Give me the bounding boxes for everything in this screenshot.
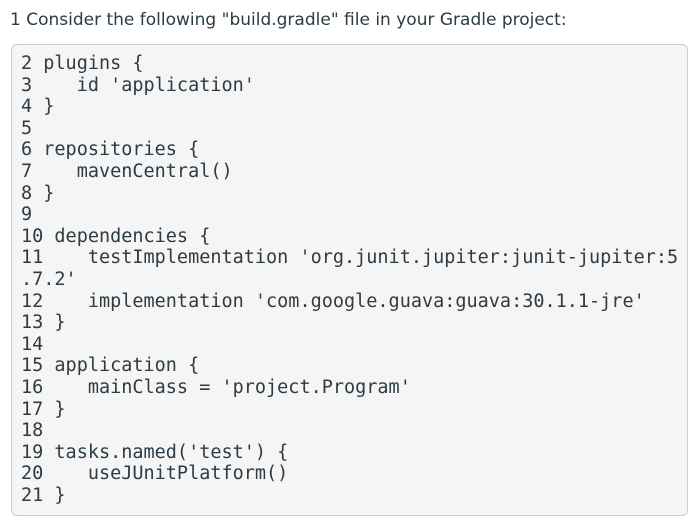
code-line: 4 } [21, 96, 55, 118]
code-line: 11 testImplementation 'org.junit.jupiter… [21, 247, 679, 269]
code-line: 8 } [21, 182, 55, 204]
code-line: 18 [21, 420, 44, 442]
code-line: 15 application { [21, 355, 200, 377]
code-line: 6 repositories { [21, 139, 200, 161]
question-text: 1 Consider the following "build.gradle" … [10, 10, 567, 30]
code-line: 12 implementation 'com.google.guava:guav… [21, 290, 645, 312]
code-block: 2 plugins { 3 id 'application' 4 } 5 6 r… [11, 44, 688, 516]
code-line: 21 } [21, 484, 66, 506]
code-line: 3 id 'application' [21, 74, 255, 96]
code-line: 9 [21, 204, 33, 226]
code-line: 20 useJUnitPlatform() [21, 463, 289, 485]
code-line: 13 } [21, 312, 66, 334]
code-line: 17 } [21, 398, 66, 420]
code-line: 16 mainClass = 'project.Program' [21, 376, 411, 398]
code-line: 10 dependencies { [21, 225, 211, 247]
code-line: 2 plugins { [21, 53, 144, 74]
code-line: 19 tasks.named('test') { [21, 441, 289, 463]
code-line: 5 [21, 117, 33, 139]
code-line: 14 [21, 333, 44, 355]
code-line: .7.2' [21, 268, 77, 290]
code-line: 7 mavenCentral() [21, 160, 233, 182]
